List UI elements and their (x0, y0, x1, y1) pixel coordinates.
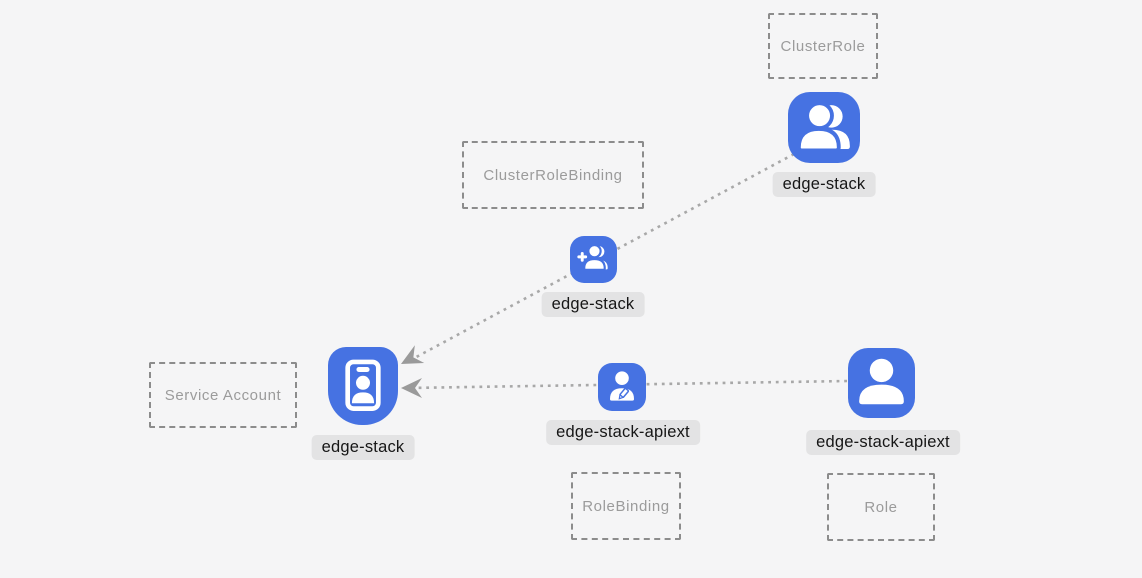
user-icon (859, 358, 904, 405)
role-kind-label: Role (864, 498, 898, 516)
rolebinding-node-label: edge-stack-apiext (546, 420, 700, 446)
clusterrole-node[interactable] (788, 92, 860, 163)
id-badge-icon (345, 359, 381, 411)
user-add-icon (577, 243, 608, 271)
role-node[interactable] (848, 348, 915, 418)
clusterrolebinding-kind-label: ClusterRoleBinding (483, 166, 623, 184)
clusterrole-kind-label: ClusterRole (780, 37, 866, 55)
connector-clusterrole-to-serviceaccount (406, 152, 795, 364)
serviceaccount-node[interactable] (328, 347, 398, 425)
arrowhead-into-serviceaccount-top (401, 345, 425, 364)
arrowhead-into-serviceaccount-bottom (401, 378, 422, 398)
rolebinding-kind-label: RoleBinding (582, 497, 670, 515)
clusterrolebinding-node-label: edge-stack (541, 292, 645, 318)
clusterrole-kind-box: ClusterRole (768, 13, 878, 79)
serviceaccount-kind-box: Service Account (149, 362, 297, 428)
serviceaccount-kind-label: Service Account (164, 386, 282, 404)
users-icon (796, 101, 850, 153)
rolebinding-kind-box: RoleBinding (571, 472, 681, 540)
clusterrolebinding-node[interactable] (570, 236, 617, 283)
clusterrole-node-label: edge-stack (772, 172, 876, 198)
rolebinding-node[interactable] (598, 363, 646, 411)
serviceaccount-node-label: edge-stack (311, 435, 415, 461)
clusterrolebinding-kind-box: ClusterRoleBinding (462, 141, 644, 209)
role-kind-box: Role (827, 473, 935, 541)
user-edit-icon (610, 371, 634, 401)
connector-role-to-serviceaccount (406, 379, 848, 390)
role-node-label: edge-stack-apiext (806, 430, 960, 456)
